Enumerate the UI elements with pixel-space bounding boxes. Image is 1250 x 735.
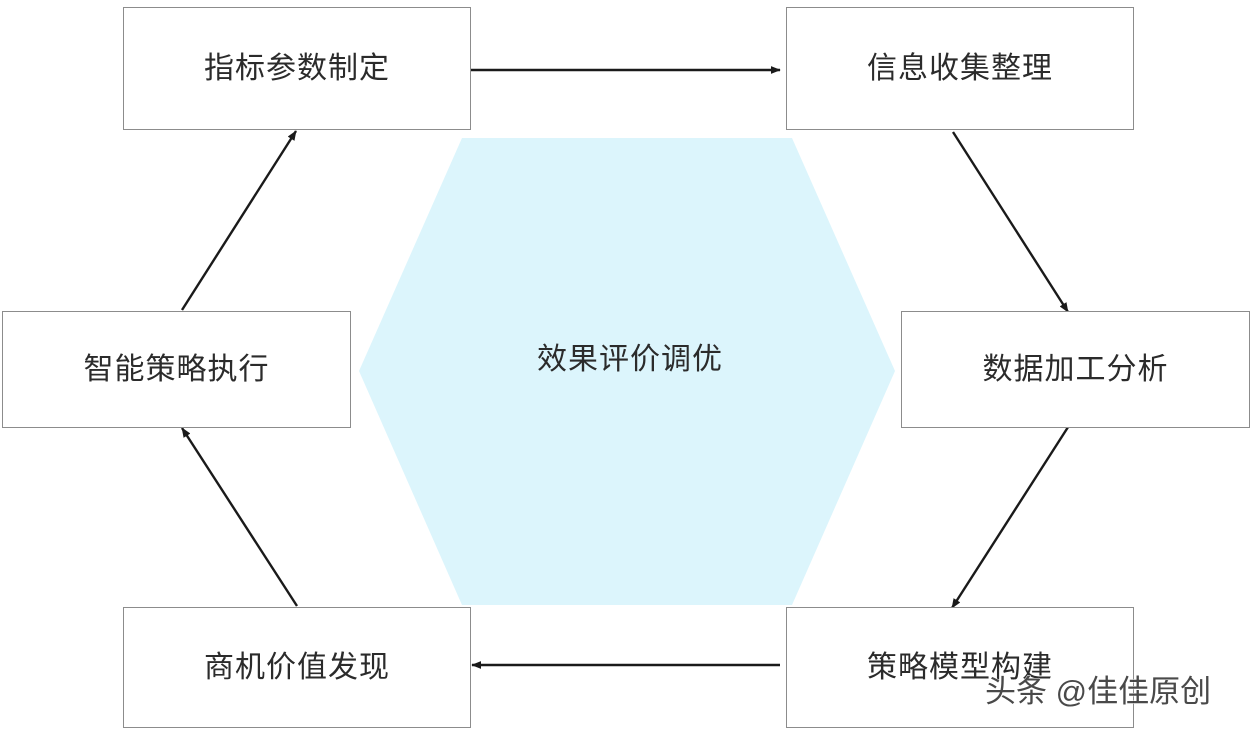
connector-arrow-2 bbox=[951, 131, 1070, 313]
node-label-top-left: 指标参数制定 bbox=[204, 51, 390, 85]
node-label-middle-left: 智能策略执行 bbox=[83, 352, 270, 386]
connector-arrow-3 bbox=[950, 423, 1072, 609]
node-label-bottom-left: 商机价值发现 bbox=[204, 650, 390, 684]
node-box-bottom-left[interactable]: 商机价值发现 bbox=[123, 607, 471, 728]
node-label-middle-right: 数据加工分析 bbox=[982, 352, 1169, 386]
node-box-middle-right[interactable]: 数据加工分析 bbox=[901, 311, 1250, 428]
center-hexagon-label: 效果评价调优 bbox=[537, 343, 723, 376]
node-box-top-right[interactable]: 信息收集整理 bbox=[786, 7, 1134, 130]
center-hexagon bbox=[359, 138, 895, 605]
connector-arrow-5 bbox=[180, 427, 299, 607]
node-box-top-left[interactable]: 指标参数制定 bbox=[123, 7, 471, 130]
node-box-bottom-right[interactable]: 策略模型构建 bbox=[786, 607, 1134, 728]
node-label-bottom-right: 策略模型构建 bbox=[867, 650, 1053, 684]
node-box-middle-left[interactable]: 智能策略执行 bbox=[2, 311, 351, 428]
node-label-top-right: 信息收集整理 bbox=[867, 51, 1053, 85]
connector-arrow-6 bbox=[180, 130, 298, 311]
watermark-text: 头条 @佳佳原创 bbox=[984, 674, 1212, 709]
